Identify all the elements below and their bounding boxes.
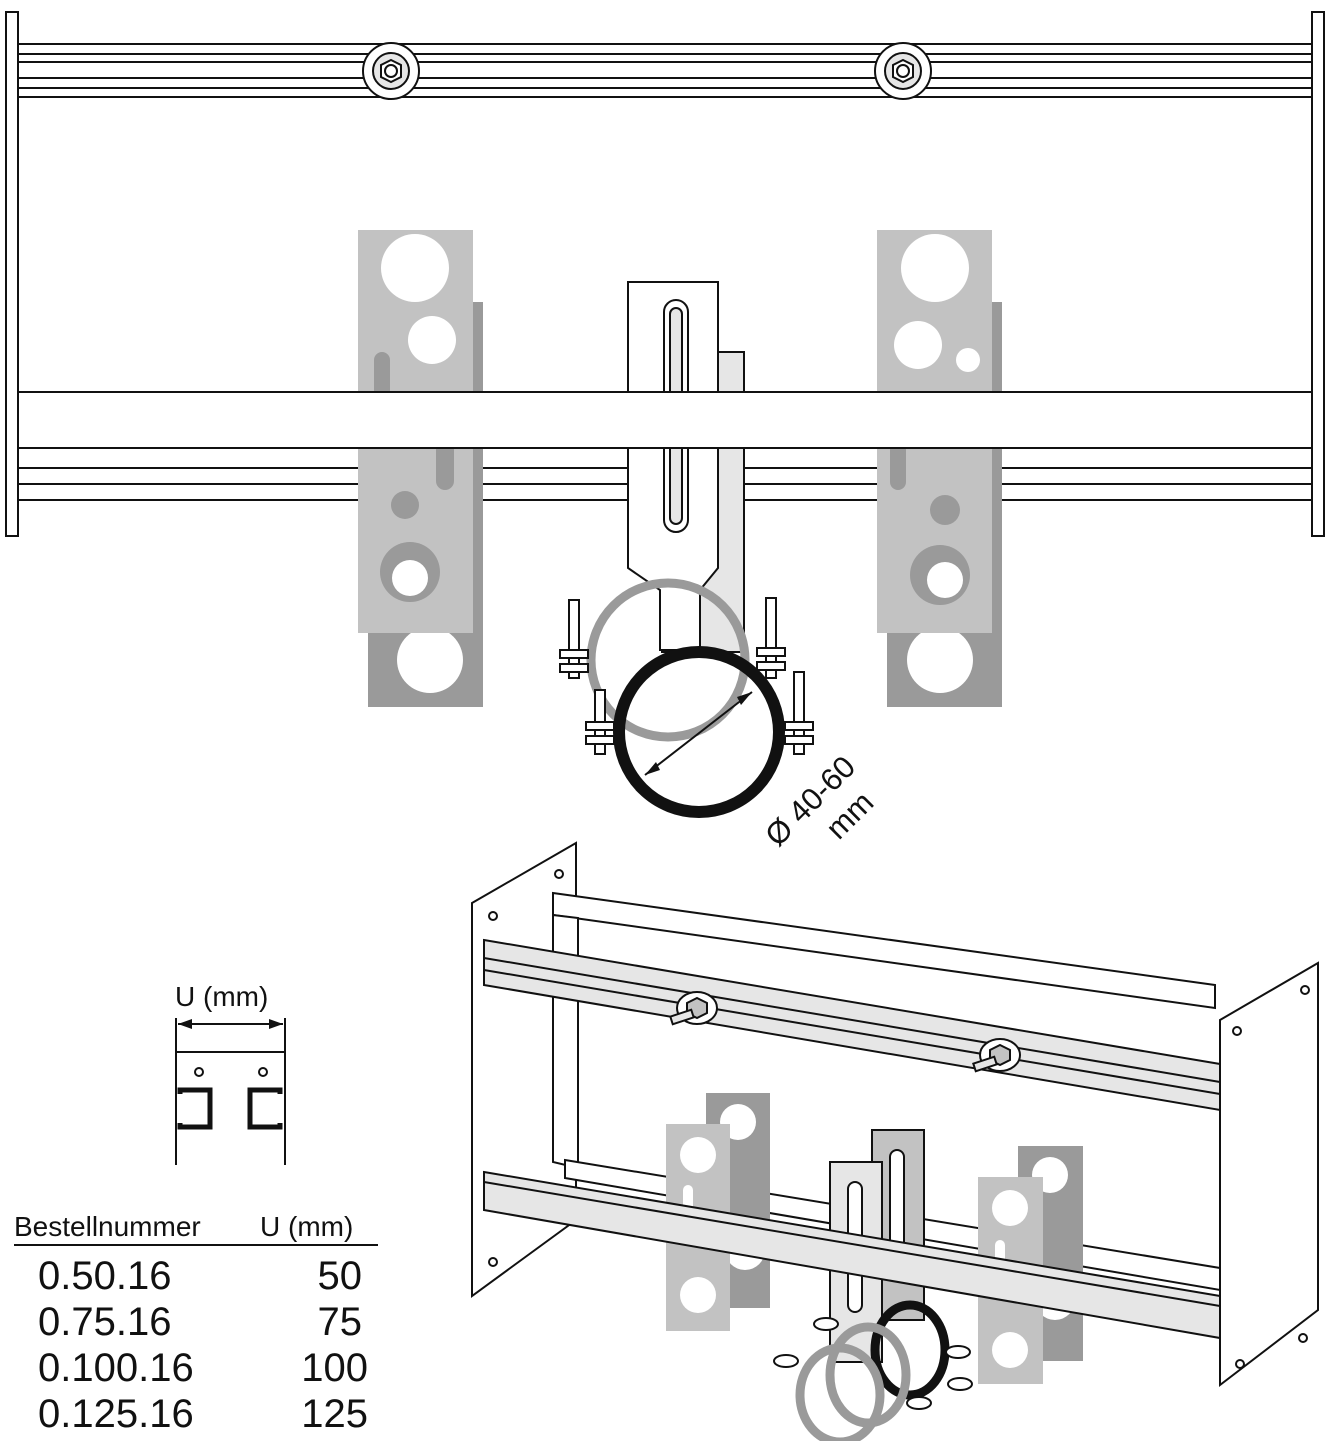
diameter-arrow [644, 691, 753, 776]
profile-width-label: U (mm) [175, 981, 268, 1012]
perspective-bolt-right [972, 1038, 1021, 1073]
order-table-cell-u: 50 [318, 1254, 363, 1298]
left-end-plate [5, 11, 19, 537]
order-table-cell-order-number: 0.50.16 [38, 1254, 171, 1298]
middle-rail [17, 391, 1313, 449]
top-rail [18, 43, 1312, 98]
central-bracket [627, 281, 745, 653]
order-table-cell-u: 125 [301, 1392, 368, 1436]
profile-section [175, 1018, 286, 1165]
order-table-header-order-number: Bestellnummer [14, 1211, 201, 1242]
diameter-label: Ø 40-60 mm [758, 749, 880, 853]
left-mounting-plates [358, 230, 483, 707]
perspective-pipe-clamps [773, 1300, 973, 1441]
order-table-cell-u: 100 [301, 1346, 368, 1390]
right-end-plate [1311, 11, 1325, 537]
right-mounting-plates [877, 230, 1002, 707]
order-table-cell-order-number: 0.100.16 [38, 1346, 194, 1390]
top-rail-bolt-right [874, 42, 932, 100]
right-side-panel [1219, 961, 1319, 1388]
order-table-cell-order-number: 0.125.16 [38, 1392, 194, 1436]
order-table-header-u: U (mm) [260, 1211, 353, 1242]
top-rail-bolt-left [362, 42, 420, 100]
order-table: Bestellnummer U (mm) 0.50.16 50 0.75.16 … [14, 1211, 378, 1436]
order-table-cell-u: 75 [318, 1300, 363, 1344]
order-table-cell-order-number: 0.75.16 [38, 1300, 171, 1344]
pipe-clamps [559, 578, 814, 818]
perspective-bolt-left [669, 991, 718, 1026]
